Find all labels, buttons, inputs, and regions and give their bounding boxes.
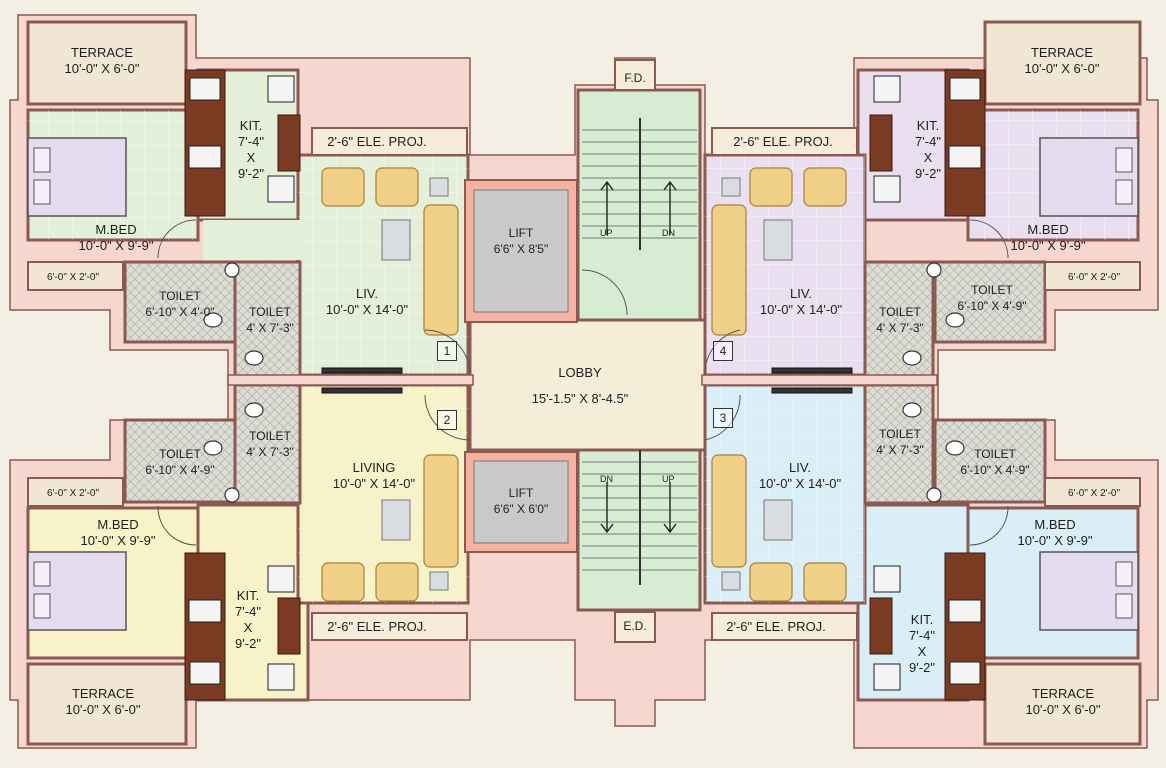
partition-walls bbox=[227, 374, 938, 386]
lifts bbox=[464, 179, 578, 553]
ele-proj-label-tl: 2'-6" ELE. PROJ. bbox=[327, 134, 427, 149]
stair-arrow-down-icon bbox=[600, 482, 677, 534]
stove-icon bbox=[184, 69, 986, 701]
fire-door-label: F.D. bbox=[624, 71, 646, 85]
ele-proj-label-br: 2'-6" ELE. PROJ. bbox=[726, 619, 826, 634]
exit-door-label: E.D. bbox=[623, 619, 647, 633]
stair-up-label-bottom: UP bbox=[662, 474, 675, 484]
stair-arrow-up-icon bbox=[600, 180, 677, 235]
sofa-icon bbox=[423, 204, 747, 568]
wash-basin-icon bbox=[224, 262, 942, 503]
unit-number-1: 1 bbox=[437, 341, 457, 361]
stair-dn-label-bottom: DN bbox=[600, 474, 613, 484]
unit-number-2: 2 bbox=[437, 410, 457, 430]
core bbox=[468, 59, 707, 643]
stair-dn-label-top: DN bbox=[662, 228, 675, 238]
elevation-projections bbox=[311, 127, 858, 641]
ele-proj-label-bl: 2'-6" ELE. PROJ. bbox=[327, 619, 427, 634]
terraces bbox=[26, 20, 1142, 746]
living-label-1: LIV.10'-0" X 14'-0" bbox=[325, 286, 409, 317]
stair-up-label-top: UP bbox=[600, 228, 613, 238]
wc-icon bbox=[203, 312, 965, 456]
ledge-label-tl: 6'-0" X 2'-0" bbox=[46, 272, 100, 283]
unit-number-4: 4 bbox=[713, 341, 733, 361]
ledge-label-tr: 6'-0" X 2'-0" bbox=[1067, 272, 1121, 283]
living-label-3: LIV.10'-0" X 14'-0" bbox=[758, 460, 842, 491]
ledge-label-br: 6'-0" X 2'-0" bbox=[1067, 488, 1121, 499]
unit-number-3: 3 bbox=[713, 408, 733, 428]
living-label-4: LIV.10'-0" X 14'-0" bbox=[759, 286, 843, 317]
armchair-icon bbox=[321, 167, 847, 602]
ledge-label-bl: 6'-0" X 2'-0" bbox=[46, 488, 100, 499]
ele-proj-label-tr: 2'-6" ELE. PROJ. bbox=[733, 134, 833, 149]
